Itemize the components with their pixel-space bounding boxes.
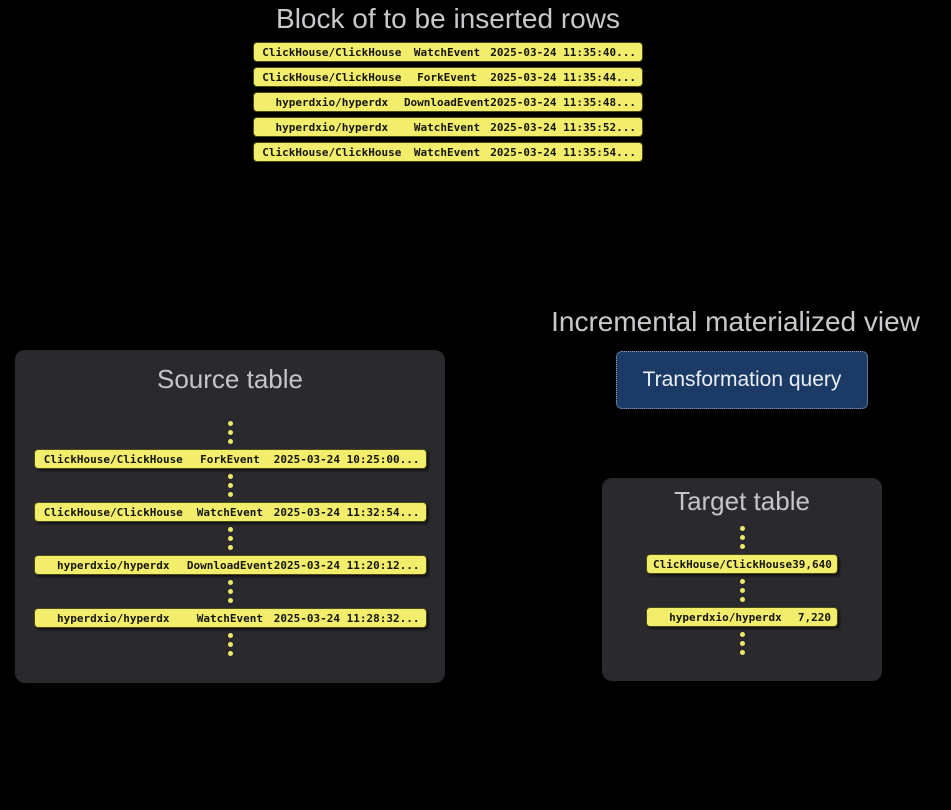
timestamp-cell: 2025-03-24 11:35:40: [490, 45, 617, 59]
ellipsis-cell: ...: [616, 45, 636, 59]
repo-cell: hyperdxio/hyperdx: [56, 611, 170, 625]
source-table-rows: ClickHouse/ClickHouse ForkEvent 2025-03-…: [15, 421, 445, 656]
table-row: ClickHouse/ClickHouse 39,640: [646, 554, 838, 574]
table-row: hyperdxio/hyperdx 7,220: [646, 607, 838, 627]
insert-block: Block of to be inserted rows ClickHouse/…: [253, 3, 643, 162]
repo-cell: ClickHouse/ClickHouse: [43, 505, 183, 519]
materialized-view-section: Incremental materialized view: [520, 306, 951, 338]
event-cell: WatchEvent: [196, 611, 264, 625]
event-cell: ForkEvent: [200, 452, 260, 466]
timestamp-cell: 2025-03-24 11:35:52: [490, 120, 617, 134]
ellipsis-cell: ...: [616, 95, 636, 109]
timestamp-cell: 2025-03-24 11:35:44: [490, 70, 617, 84]
table-row: ClickHouse/ClickHouse ForkEvent 2025-03-…: [33, 449, 427, 469]
table-row: ClickHouse/ClickHouse ForkEvent 2025-03-…: [253, 67, 643, 87]
table-row: hyperdxio/hyperdx WatchEvent 2025-03-24 …: [33, 608, 427, 628]
event-cell: ForkEvent: [417, 70, 477, 84]
timestamp-cell: 2025-03-24 11:28:32: [273, 611, 400, 625]
table-row: hyperdxio/hyperdx DownloadEvent 2025-03-…: [33, 555, 427, 575]
source-table-box: Source table ClickHouse/ClickHouse ForkE…: [15, 350, 445, 683]
repo-cell: hyperdxio/hyperdx: [669, 610, 782, 624]
repo-cell: ClickHouse/ClickHouse: [43, 452, 183, 466]
repo-cell: ClickHouse/ClickHouse: [262, 70, 402, 84]
source-table-title: Source table: [157, 364, 303, 394]
ellipsis-cell: ...: [399, 611, 420, 625]
timestamp-cell: 2025-03-24 11:32:54: [273, 505, 400, 519]
table-row: ClickHouse/ClickHouse WatchEvent 2025-03…: [253, 42, 643, 62]
event-cell: WatchEvent: [196, 505, 264, 519]
table-row: hyperdxio/hyperdx WatchEvent 2025-03-24 …: [253, 117, 643, 137]
vertical-ellipsis-dots: [227, 633, 233, 656]
timestamp-cell: 2025-03-24 10:25:00: [273, 452, 400, 466]
target-table-rows: ClickHouse/ClickHouse 39,640 hyperdxio/h…: [602, 526, 882, 655]
target-table-title: Target table: [674, 486, 810, 516]
repo-cell: hyperdxio/hyperdx: [275, 95, 389, 109]
materialized-view-title: Incremental materialized view: [551, 306, 920, 337]
insert-block-title: Block of to be inserted rows: [276, 3, 620, 34]
event-cell: WatchEvent: [413, 145, 481, 159]
ellipsis-cell: ...: [399, 505, 420, 519]
transformation-query-button[interactable]: Transformation query: [616, 351, 868, 409]
insert-block-rows: ClickHouse/ClickHouse WatchEvent 2025-03…: [253, 42, 643, 162]
event-cell: WatchEvent: [413, 120, 481, 134]
repo-cell: ClickHouse/ClickHouse: [262, 45, 402, 59]
ellipsis-cell: ...: [616, 70, 636, 84]
transformation-query-label: Transformation query: [642, 368, 842, 391]
timestamp-cell: 2025-03-24 11:35:48: [490, 95, 617, 109]
ellipsis-cell: ...: [616, 145, 636, 159]
ellipsis-cell: ...: [616, 120, 636, 134]
repo-cell: hyperdxio/hyperdx: [275, 120, 389, 134]
table-row: ClickHouse/ClickHouse WatchEvent 2025-03…: [33, 502, 427, 522]
event-cell: DownloadEvent: [403, 95, 491, 109]
table-row: ClickHouse/ClickHouse WatchEvent 2025-03…: [253, 142, 643, 162]
vertical-ellipsis-dots: [227, 474, 233, 497]
vertical-ellipsis-dots: [739, 632, 745, 655]
repo-cell: ClickHouse/ClickHouse: [653, 557, 793, 571]
timestamp-cell: 2025-03-24 11:20:12: [273, 558, 400, 572]
repo-cell: hyperdxio/hyperdx: [56, 558, 170, 572]
vertical-ellipsis-dots: [227, 421, 233, 444]
count-cell: 7,220: [797, 610, 831, 624]
event-cell: DownloadEvent: [186, 558, 273, 572]
count-cell: 39,640: [792, 557, 832, 571]
ellipsis-cell: ...: [399, 452, 420, 466]
table-row: hyperdxio/hyperdx DownloadEvent 2025-03-…: [253, 92, 643, 112]
timestamp-cell: 2025-03-24 11:35:54: [490, 145, 617, 159]
vertical-ellipsis-dots: [227, 527, 233, 550]
target-table-box: Target table ClickHouse/ClickHouse 39,64…: [602, 478, 882, 681]
event-cell: WatchEvent: [413, 45, 481, 59]
vertical-ellipsis-dots: [739, 526, 745, 549]
repo-cell: ClickHouse/ClickHouse: [262, 145, 402, 159]
vertical-ellipsis-dots: [227, 580, 233, 603]
vertical-ellipsis-dots: [739, 579, 745, 602]
ellipsis-cell: ...: [399, 558, 420, 572]
